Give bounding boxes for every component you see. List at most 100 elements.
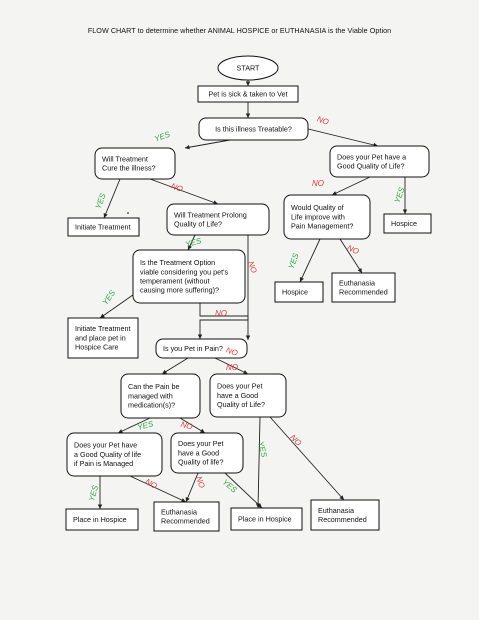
node-label: Euthanasia [318, 506, 354, 515]
no-label: NO [316, 114, 330, 127]
edge-arrowhead [200, 428, 205, 433]
node-label: Recommended [339, 288, 388, 297]
node-initiate: Initiate Treatment [67, 217, 140, 237]
page-title: FLOW CHART to determine whether ANIMAL H… [87, 26, 392, 35]
edge-line [299, 238, 321, 283]
edge-line [149, 178, 219, 205]
node-label: Euthanasia [161, 507, 197, 516]
edge-arrowhead [100, 313, 105, 318]
no-label: NO [288, 433, 303, 448]
node-hospice1: Hospice [383, 213, 432, 234]
node-shape [198, 117, 309, 141]
node-shape [197, 85, 299, 103]
node-label: Pet is sick & taken to Vet [208, 89, 287, 98]
edge-arrowhead [339, 495, 344, 500]
node-label: causing more suffering)? [140, 286, 219, 295]
node-place-hospice2: Place in Hospice [230, 507, 303, 531]
node-shape [155, 338, 248, 359]
node-shape [170, 432, 244, 474]
edge-line [117, 417, 151, 434]
node-shape [209, 373, 287, 418]
edge-line [184, 139, 231, 149]
node-label: Quality of Life? [217, 400, 265, 409]
edge-arrowhead [162, 369, 167, 374]
node-label: Euthanasia [339, 278, 375, 287]
node-label: Does your Pet have a [337, 152, 406, 161]
no-label: NO [194, 475, 207, 489]
edge-arrowhead [243, 370, 248, 374]
edge-arrowhead [185, 497, 190, 502]
node-label: a Good Quality of life [74, 450, 141, 459]
edge-arrowhead [402, 209, 408, 214]
node-shape [230, 507, 303, 531]
node-shape [120, 373, 201, 419]
node-inpain: Is you Pet in Pain? [155, 338, 248, 359]
node-shape [132, 249, 246, 304]
node-shape [153, 501, 220, 532]
no-label: NO [170, 181, 184, 194]
edge-line [331, 176, 371, 196]
node-shape [331, 272, 396, 303]
edge-line [161, 357, 189, 375]
node-label: Initiate Treatment [75, 222, 131, 231]
node-label: Good Quality of Life? [337, 162, 405, 171]
edge-line [269, 416, 345, 501]
node-label: managed with [128, 391, 173, 400]
yes-label: YES [221, 477, 240, 495]
node-shape [94, 147, 176, 180]
yes-label: YES [287, 251, 301, 270]
node-shape [217, 55, 279, 81]
edge-arrowhead [181, 498, 186, 503]
node-label: Life improve with [291, 212, 345, 221]
edge-line [129, 475, 187, 503]
no-label: NO [215, 309, 227, 318]
node-label: Would Quality of [291, 203, 344, 212]
edge-arrowhead [213, 200, 218, 205]
node-label: Recommended [161, 517, 210, 526]
edge-arrowhead [257, 503, 262, 508]
edge-line [103, 178, 121, 219]
edge-line [257, 416, 261, 509]
edge-line [179, 417, 206, 434]
edge-arrowhead [245, 113, 251, 118]
node-shape [65, 508, 139, 531]
pen-mark [127, 212, 129, 214]
node-label: Recommended [318, 515, 367, 524]
node-label: Place in Hospice [73, 515, 127, 524]
edges [97, 80, 408, 509]
node-label: medication(s)? [128, 401, 175, 410]
yes-label: YES [256, 440, 269, 458]
no-label: NO [226, 363, 238, 372]
node-label: viable considering you pet's [140, 267, 228, 276]
edge-arrowhead [357, 268, 362, 273]
edge-line [199, 303, 249, 339]
edge-line [299, 126, 379, 147]
edge-arrowhead [197, 334, 203, 339]
node-label: Hospice [282, 287, 308, 296]
edge-line [224, 472, 263, 509]
node-start: START [217, 55, 279, 81]
node-label: and place pet in [75, 333, 126, 342]
node-label: Does your Pet [178, 439, 224, 448]
node-label: Pain Management? [291, 222, 353, 231]
node-shape [310, 499, 380, 531]
no-label: NO [346, 243, 361, 256]
yes-label: YES [153, 129, 172, 143]
node-label: if Pain is Managed [74, 459, 133, 468]
node-label: Will Treatment [102, 154, 148, 163]
yes-label: YES [94, 191, 108, 210]
node-label: Hospice Care [75, 343, 119, 352]
